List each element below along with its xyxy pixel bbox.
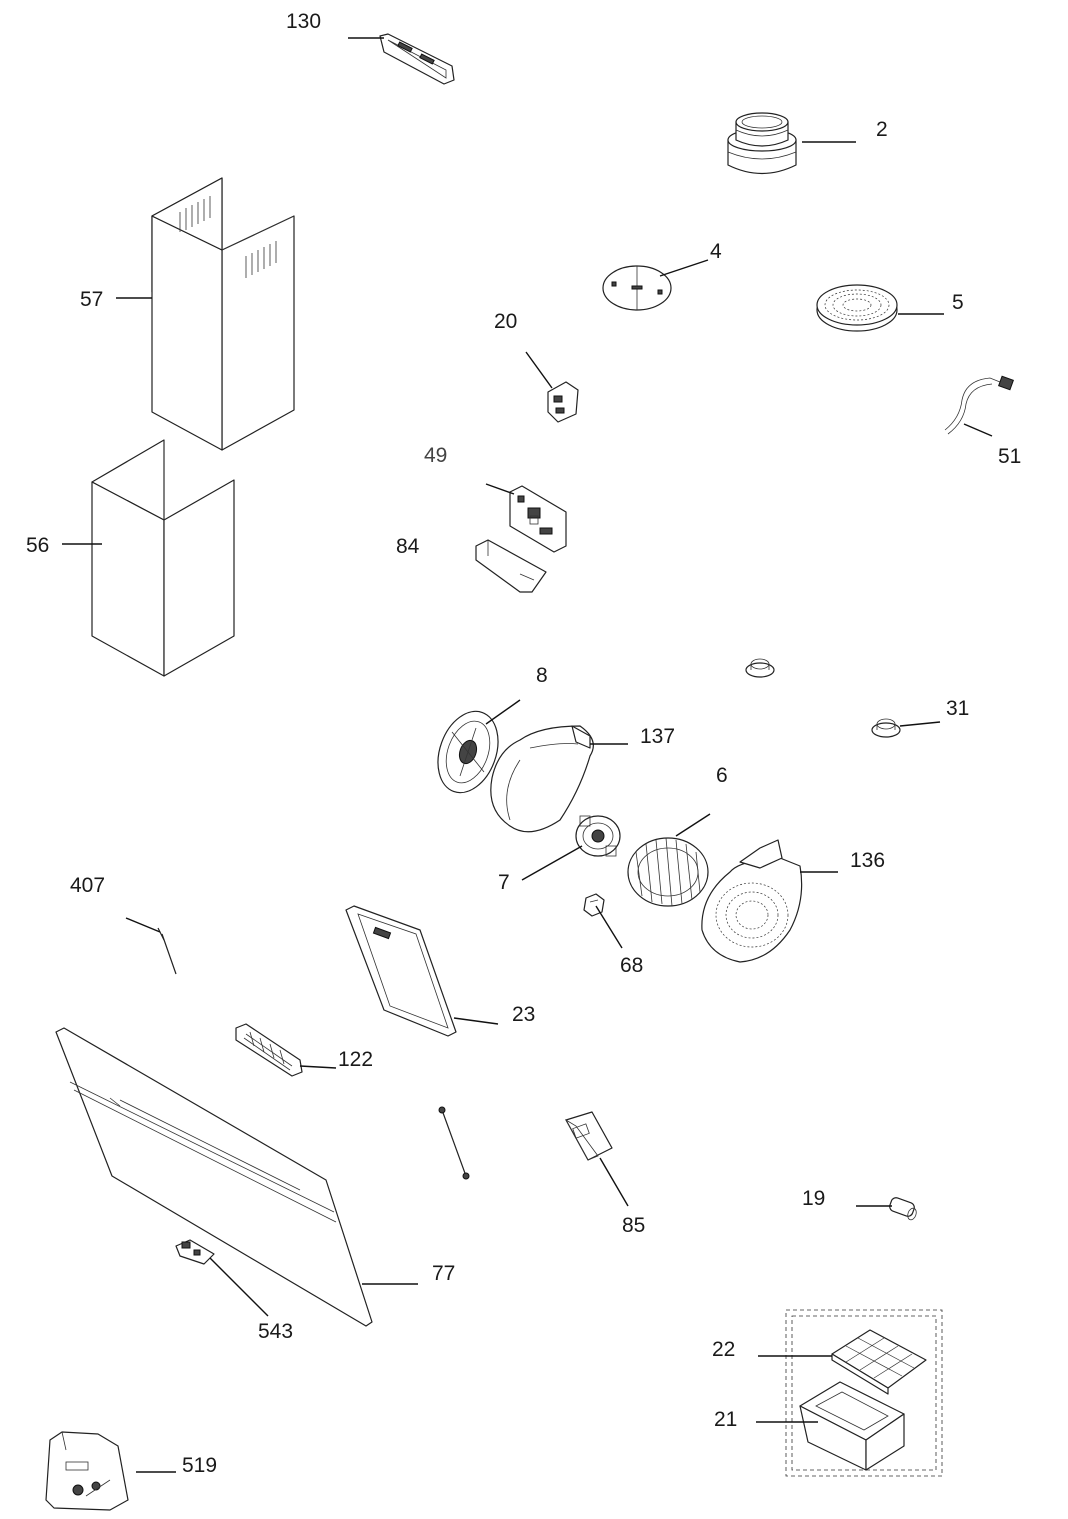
part-8-motor-plate <box>437 710 499 794</box>
callout-130: 130 <box>286 10 321 33</box>
part-84-board-cover <box>475 539 547 593</box>
callout-22: 22 <box>712 1338 735 1361</box>
leader-4 <box>659 259 709 277</box>
callout-68: 68 <box>620 954 643 977</box>
callout-23: 23 <box>512 1003 535 1026</box>
callout-21: 21 <box>714 1408 737 1431</box>
part-136-fan-housing <box>701 839 803 963</box>
leader-49 <box>485 483 515 495</box>
callout-56: 56 <box>26 534 49 557</box>
leader-lines <box>62 37 993 1473</box>
part-56-lower-chimney <box>91 439 235 677</box>
leader-85 <box>599 1157 629 1207</box>
callout-519: 519 <box>182 1454 217 1477</box>
part-51-power-cable <box>944 375 1014 435</box>
part-kit-carbon-filter <box>785 1309 943 1477</box>
light-grille <box>243 1031 293 1071</box>
callout-543: 543 <box>258 1320 293 1343</box>
part-6-fan-wheel <box>627 837 709 907</box>
part-23-grease-filter-panel <box>345 905 457 1037</box>
callout-20: 20 <box>494 310 517 333</box>
part-49-control-board <box>509 485 567 553</box>
part-5-round-filter <box>816 284 898 332</box>
part-85-driver-box <box>564 1111 613 1161</box>
callout-77: 77 <box>432 1262 455 1285</box>
vent-slots-right <box>245 241 277 278</box>
leader-6 <box>675 813 711 837</box>
part-20-switch <box>547 381 579 423</box>
callout-19: 19 <box>802 1187 825 1210</box>
part-543-control-module <box>175 1239 215 1265</box>
callout-6: 6 <box>716 764 728 787</box>
callout-407: 407 <box>70 874 105 897</box>
callout-labels: 130 2 4 5 57 20 51 49 84 56 8 31 137 6 1… <box>26 10 1021 1477</box>
part-519-fixings-bag <box>45 1431 129 1511</box>
part-57-upper-chimney <box>151 177 295 451</box>
callout-31: 31 <box>946 697 969 720</box>
leader-8 <box>485 699 521 725</box>
part-407-gas-strut <box>157 927 177 975</box>
part-130-wall-bracket <box>379 33 455 85</box>
callout-57: 57 <box>80 288 103 311</box>
leader-122 <box>299 1065 337 1069</box>
callout-51: 51 <box>998 445 1021 468</box>
callout-137: 137 <box>640 725 675 748</box>
filter-cells <box>845 1337 915 1379</box>
part-21-filter-tray <box>799 1381 905 1471</box>
part-19-lamp <box>889 1197 917 1221</box>
part-2-duct-connector <box>727 112 797 174</box>
part-68-capacitor <box>583 893 605 917</box>
part-22-filter-grid <box>831 1329 927 1395</box>
part-7-motor <box>575 815 621 857</box>
vent-slots-left <box>179 196 211 232</box>
callout-122: 122 <box>338 1048 373 1071</box>
callout-8: 8 <box>536 664 548 687</box>
leader-51 <box>963 423 993 437</box>
leader-543 <box>209 1257 269 1317</box>
fan-blades <box>635 837 701 907</box>
part-4-backdraft-flap <box>602 265 672 311</box>
leader-23 <box>453 1017 499 1025</box>
part-31-knob <box>871 718 901 738</box>
callout-49: 49 <box>424 444 447 467</box>
part-31-knob-upper <box>745 658 775 678</box>
callout-85: 85 <box>622 1214 645 1237</box>
callout-4: 4 <box>710 240 722 263</box>
callout-84: 84 <box>396 535 420 558</box>
leader-20 <box>525 351 553 389</box>
callout-7: 7 <box>498 871 510 894</box>
part-137-scroll-housing <box>490 725 594 833</box>
leader-31 <box>899 721 941 727</box>
leader-68 <box>595 905 623 949</box>
callout-5: 5 <box>952 291 964 314</box>
part-gas-strut-second <box>438 1106 470 1180</box>
callout-136: 136 <box>850 849 885 872</box>
callout-2: 2 <box>876 118 888 141</box>
part-122-light <box>235 1023 303 1077</box>
leader-407 <box>125 917 161 933</box>
leader-7 <box>521 845 583 881</box>
part-77-glass-panel <box>55 1027 373 1327</box>
